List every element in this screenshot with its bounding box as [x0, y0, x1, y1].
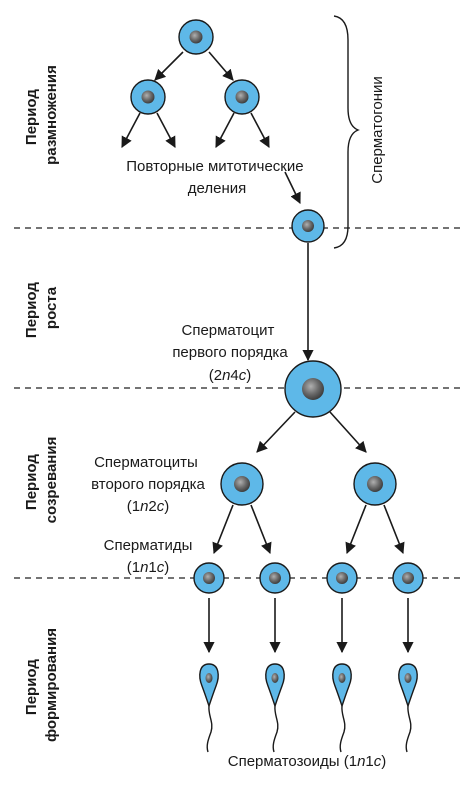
period-label-growth: Период роста [23, 278, 60, 338]
spermatozoon [265, 663, 285, 753]
spermatogonium-cell [178, 19, 214, 55]
spermatid-cell [326, 562, 358, 594]
period-label-formation: Период формирования [23, 628, 60, 742]
spermatozoon [332, 663, 352, 753]
primary-spermatocyte-label: Сперматоцит первого порядка [172, 322, 288, 361]
spermatids-formula: (1n1c) [127, 559, 170, 576]
division-arrow [215, 112, 235, 148]
division-arrow [284, 171, 301, 205]
secondary-spermatocyte-formula: (1n2c) [127, 498, 170, 515]
spermatid-cell [259, 562, 291, 594]
period-label-reproduction: Период размножения [23, 65, 60, 165]
secondary-spermatocyte-cell [220, 462, 264, 506]
primary-spermatocyte-cell [284, 360, 342, 418]
primary-spermatocyte-formula: (2n4c) [209, 367, 252, 384]
spermatogonium-cell [291, 209, 325, 243]
spermatid-cell [193, 562, 225, 594]
spermatogonium-cell [130, 79, 166, 115]
spermatozoa-label: Сперматозоиды (1n1c) [228, 753, 387, 770]
secondary-spermatocyte-label: Сперматоциты второго порядка [91, 454, 205, 493]
meiosis-arrow [256, 411, 296, 453]
mitotic-divisions-label: Повторные митотические деления [126, 158, 308, 197]
spermatozoon [199, 663, 219, 753]
meiosis-arrow [329, 411, 367, 453]
meiosis-arrow [212, 504, 234, 555]
spermatogonia-brace [333, 15, 360, 249]
secondary-spermatocyte-cell [353, 462, 397, 506]
period-label-maturation: Период созревания [23, 437, 60, 524]
spermatids-label: Сперматиды [104, 537, 193, 554]
division-arrow [250, 112, 270, 148]
division-arrow [208, 51, 234, 81]
spermatozoon [398, 663, 418, 753]
meiosis-arrow [250, 504, 272, 555]
spermatid-cell [392, 562, 424, 594]
division-arrow [121, 112, 141, 148]
spermatogonia-label: Сперматогонии [369, 76, 386, 184]
division-arrow [156, 112, 176, 148]
meiosis-arrow [345, 504, 367, 555]
meiosis-arrow [383, 504, 405, 555]
spermatogonium-cell [224, 79, 260, 115]
division-arrow [154, 51, 184, 81]
